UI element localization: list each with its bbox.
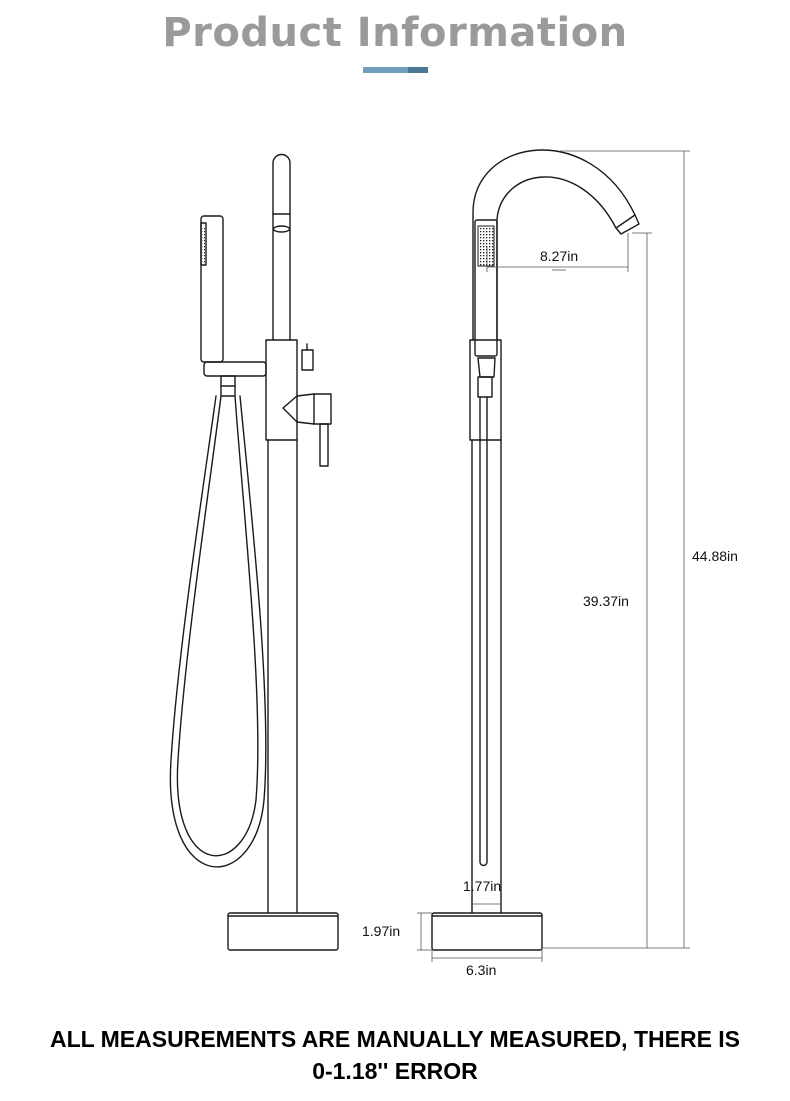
side-riser-pipe	[471, 439, 502, 914]
total-height-label: 44.88in	[692, 548, 738, 564]
measurement-note-line2: 0-1.18'' ERROR	[312, 1058, 478, 1084]
base-height-label: 1.97in	[362, 923, 400, 939]
measurement-note: ALL MEASUREMENTS ARE MANUALLY MEASURED, …	[0, 1023, 790, 1087]
side-holder-clip	[477, 357, 496, 378]
pipe-diameter-label: 1.77in	[463, 878, 501, 894]
front-hand-shower-face	[200, 222, 207, 266]
side-view	[431, 149, 640, 951]
page-title: Product Information	[162, 10, 628, 56]
front-base	[227, 912, 339, 951]
front-spray-face-texture	[202, 227, 205, 263]
side-spout-tip	[615, 214, 640, 235]
spout-height-label: 39.37in	[583, 593, 629, 609]
front-lever-cone	[282, 395, 298, 423]
side-spout-inner	[496, 176, 617, 341]
front-lever-neck	[296, 393, 315, 397]
front-lever-handle	[319, 423, 329, 467]
front-hose-outer	[176, 395, 259, 857]
spout-reach-label: 8.27in	[540, 248, 578, 264]
front-valve-body	[265, 339, 298, 441]
side-valve-body	[469, 339, 502, 441]
front-view	[169, 153, 339, 951]
side-hose	[479, 396, 488, 867]
front-diverter-knob	[301, 349, 314, 371]
side-hose-connector	[477, 376, 493, 398]
front-holder-arm	[203, 361, 267, 377]
front-hose-inner	[169, 395, 267, 868]
side-hand-shower	[474, 219, 498, 357]
underline-segment-dark	[408, 67, 428, 73]
side-base	[431, 912, 543, 951]
front-lever-neck-b	[296, 421, 315, 425]
front-spout-tube	[272, 153, 291, 341]
front-spout-outlet	[272, 225, 291, 233]
dimension-lines	[417, 150, 690, 962]
measurement-note-line1: ALL MEASUREMENTS ARE MANUALLY MEASURED, …	[49, 1026, 741, 1052]
side-spout-outer	[472, 149, 636, 341]
front-hand-shower	[200, 215, 224, 363]
side-spray-face-texture	[477, 225, 495, 267]
front-riser-pipe	[267, 439, 298, 914]
front-lever-housing	[313, 393, 332, 425]
underline-segment-light	[363, 67, 408, 73]
base-width-label: 6.3in	[466, 962, 496, 978]
title-underline	[363, 67, 428, 73]
